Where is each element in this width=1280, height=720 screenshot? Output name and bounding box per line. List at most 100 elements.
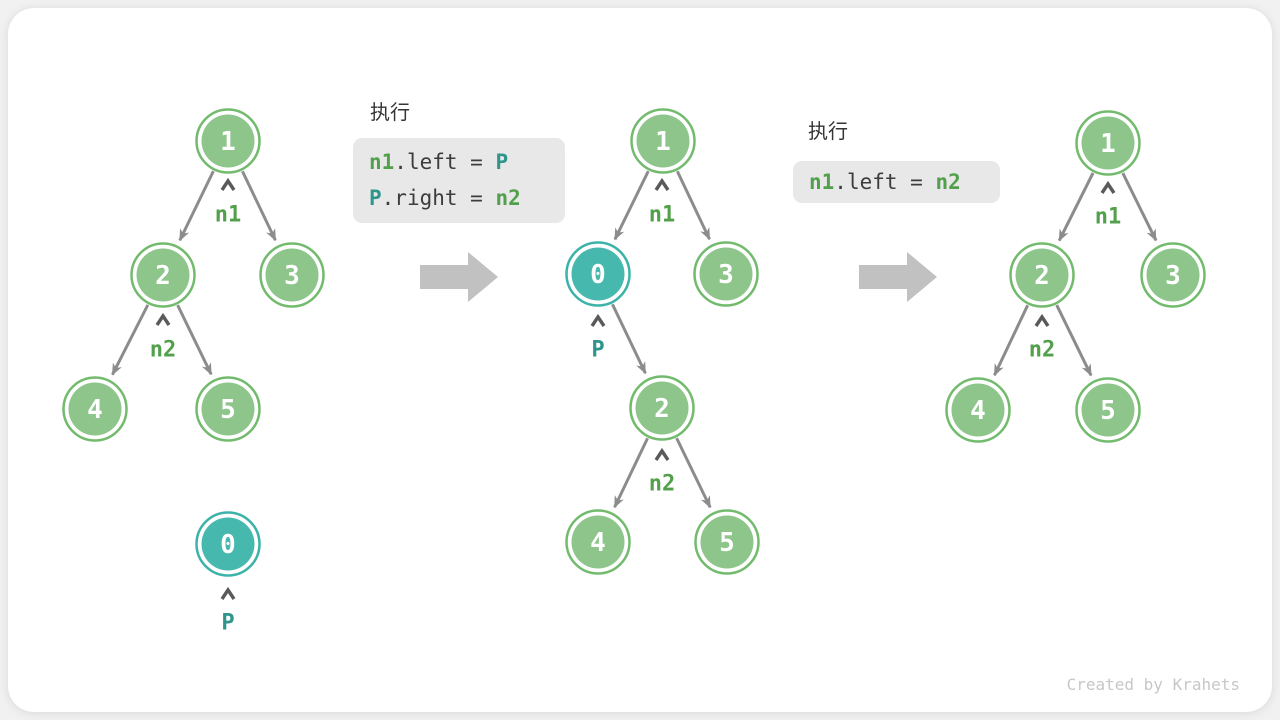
node-body bbox=[68, 382, 122, 436]
tree-edge bbox=[1057, 172, 1095, 242]
execute-label: 执行 bbox=[370, 100, 410, 124]
node-value: 3 bbox=[718, 260, 734, 290]
node-body bbox=[636, 114, 690, 168]
tree-edge bbox=[1055, 304, 1093, 377]
tree-node-3: 3 bbox=[259, 242, 325, 308]
tree-edge bbox=[176, 304, 213, 376]
tree-node-1: 1 bbox=[195, 108, 261, 174]
code-token: n2 bbox=[495, 185, 521, 210]
code-token: n1 bbox=[369, 150, 395, 175]
code-line: n1.left = P bbox=[369, 152, 565, 173]
tree-node-2: 2 bbox=[629, 375, 695, 441]
node-value: 1 bbox=[655, 127, 671, 157]
caret-up-icon bbox=[654, 177, 670, 191]
code-token: .left = bbox=[834, 169, 936, 194]
tree-edge bbox=[613, 170, 650, 241]
tree-edge bbox=[1121, 172, 1158, 242]
pointer-label-n1: n1 bbox=[649, 203, 676, 228]
caret-up-icon bbox=[155, 312, 171, 326]
node-body bbox=[1081, 383, 1135, 437]
caret-up-icon bbox=[220, 586, 236, 600]
caret-up-icon bbox=[220, 177, 236, 191]
node-body bbox=[1146, 248, 1200, 302]
pointer-label-n1: n1 bbox=[215, 203, 242, 228]
watermark: Created by Krahets bbox=[1066, 675, 1240, 694]
tree-node-1: 1 bbox=[1075, 110, 1141, 176]
node-body bbox=[700, 515, 754, 569]
tree-edge bbox=[241, 170, 277, 242]
tree-edge bbox=[613, 437, 649, 509]
code-token: P bbox=[495, 150, 509, 175]
node-value: 5 bbox=[719, 528, 735, 558]
caret-up-icon bbox=[654, 447, 670, 461]
code-line: P.right = n2 bbox=[369, 185, 565, 210]
code-token: .right = bbox=[381, 185, 496, 210]
tree-node-5: 5 bbox=[694, 509, 760, 575]
code-line: n1.left = n2 bbox=[809, 169, 1000, 194]
code-token: n2 bbox=[935, 169, 961, 194]
node-value: 5 bbox=[1100, 396, 1116, 426]
tree-node-5: 5 bbox=[1075, 377, 1141, 443]
node-value: 4 bbox=[590, 528, 606, 558]
node-value: 3 bbox=[284, 261, 300, 291]
node-value: 1 bbox=[220, 127, 236, 157]
node-value: 3 bbox=[1165, 261, 1181, 291]
node-body bbox=[1081, 116, 1135, 170]
node-value: 5 bbox=[220, 395, 236, 425]
pointer-label-n2: n2 bbox=[150, 338, 177, 363]
tree-edge bbox=[993, 304, 1030, 377]
tree-node-0: 0 bbox=[195, 511, 261, 577]
code-token: .left = bbox=[394, 150, 496, 175]
node-value: 4 bbox=[970, 396, 986, 426]
node-body bbox=[1015, 248, 1069, 302]
node-value: 2 bbox=[654, 394, 670, 424]
tree-node-0: 0 bbox=[565, 241, 631, 307]
tree-node-2: 2 bbox=[1009, 242, 1075, 308]
tree-edge bbox=[675, 437, 712, 509]
tree-node-4: 4 bbox=[945, 377, 1011, 443]
node-body bbox=[951, 383, 1005, 437]
node-value: 0 bbox=[220, 530, 236, 560]
tree-edge bbox=[111, 304, 150, 376]
tree-edge bbox=[611, 303, 647, 375]
code-token: n1 bbox=[809, 169, 835, 194]
code-token: P bbox=[369, 185, 382, 210]
tree-node-1: 1 bbox=[630, 108, 696, 174]
tree-node-2: 2 bbox=[130, 242, 196, 308]
tree-node-3: 3 bbox=[693, 241, 759, 307]
node-body bbox=[201, 114, 255, 168]
node-value: 0 bbox=[590, 260, 606, 290]
pointer-label-n2: n2 bbox=[649, 472, 676, 497]
code-snippet: n1.left = n2 bbox=[793, 161, 1000, 203]
tree-after: 1 2 3 4 5 n1 n2 bbox=[945, 110, 1206, 443]
caret-up-icon bbox=[1100, 180, 1116, 194]
tree-node-5: 5 bbox=[195, 376, 261, 442]
node-value: 1 bbox=[1100, 129, 1116, 159]
node-body bbox=[699, 247, 753, 301]
node-value: 4 bbox=[87, 395, 103, 425]
pointer-label-n2: n2 bbox=[1029, 338, 1056, 363]
pointer-label-n1: n1 bbox=[1095, 205, 1122, 230]
caret-up-icon bbox=[1034, 313, 1050, 327]
tree-node-4: 4 bbox=[62, 376, 128, 442]
node-body bbox=[635, 381, 689, 435]
tree-before: 1 2 3 4 5 0 n1 n2P bbox=[62, 108, 325, 636]
node-value: 2 bbox=[155, 261, 171, 291]
pointer-label-P: P bbox=[591, 338, 604, 363]
tree-edge bbox=[675, 170, 711, 241]
node-body bbox=[136, 248, 190, 302]
node-body bbox=[201, 517, 255, 571]
node-body bbox=[265, 248, 319, 302]
node-body bbox=[201, 382, 255, 436]
tree-node-4: 4 bbox=[565, 509, 631, 575]
node-body bbox=[571, 515, 625, 569]
caret-up-icon bbox=[590, 313, 606, 327]
node-value: 2 bbox=[1034, 261, 1050, 291]
tree-node-3: 3 bbox=[1140, 242, 1206, 308]
tree-edge bbox=[178, 170, 215, 242]
pointer-label-P: P bbox=[221, 611, 234, 636]
